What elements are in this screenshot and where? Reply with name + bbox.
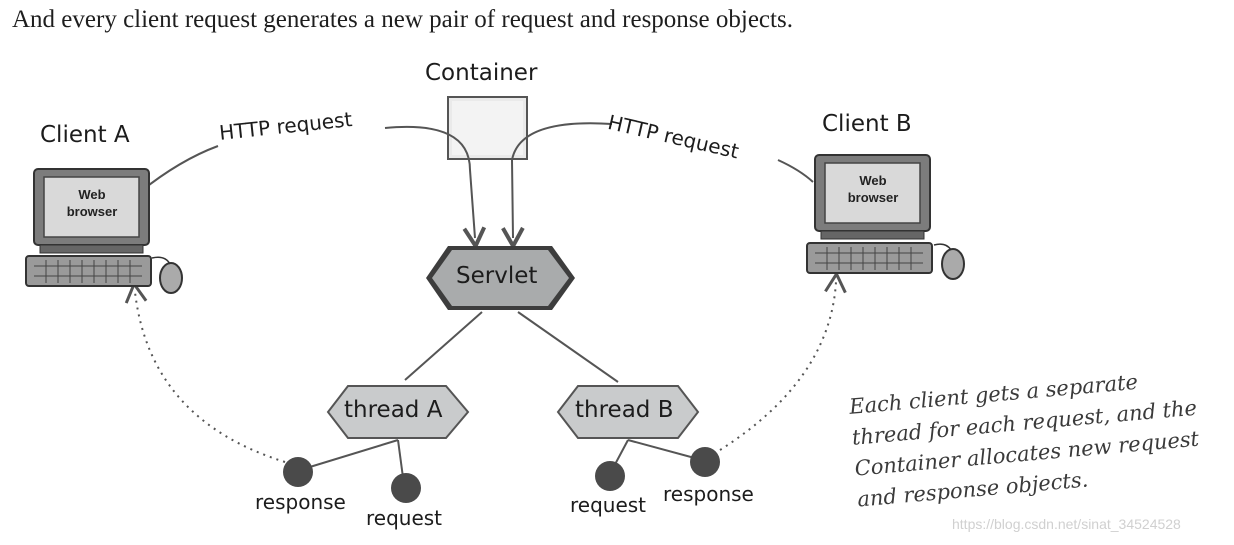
thread-a-response-label: response bbox=[255, 490, 346, 514]
servlet-node bbox=[426, 246, 575, 310]
watermark: https://blog.csdn.net/sinat_34524528 bbox=[952, 516, 1181, 532]
servlet-label: Servlet bbox=[456, 263, 538, 289]
thread-b-response-dot bbox=[690, 447, 720, 477]
container-box bbox=[447, 96, 528, 160]
thread-b-request-label: request bbox=[570, 493, 647, 517]
servlet-thread-b-line bbox=[517, 311, 619, 383]
thread-b-request-dot bbox=[595, 461, 625, 491]
thread-a-response-dot bbox=[283, 457, 313, 487]
thread-b-response-label: response bbox=[663, 482, 754, 506]
response-b-dotted bbox=[719, 270, 847, 451]
http-request-a-arrow bbox=[384, 125, 475, 238]
thread-a-request-label: request bbox=[366, 506, 443, 530]
client-a-computer bbox=[25, 168, 183, 294]
thread-a-request-dot bbox=[391, 473, 421, 503]
thread-a-node bbox=[326, 385, 470, 439]
http-request-a-line bbox=[139, 145, 219, 193]
servlet-thread-a-line bbox=[404, 311, 483, 381]
client-b-label: Client B bbox=[822, 111, 912, 137]
response-a-dotted bbox=[124, 280, 286, 463]
client-b-computer bbox=[806, 154, 965, 280]
thread-a-label: thread A bbox=[344, 397, 443, 423]
caption: And every client request generates a new… bbox=[12, 6, 793, 33]
http-request-b-arrow bbox=[512, 122, 613, 238]
container-label: Container bbox=[425, 60, 538, 86]
thread-b-label: thread B bbox=[575, 397, 674, 423]
http-request-b-line bbox=[777, 159, 814, 183]
client-a-label: Client A bbox=[40, 122, 130, 148]
thread-b-node bbox=[556, 385, 700, 439]
